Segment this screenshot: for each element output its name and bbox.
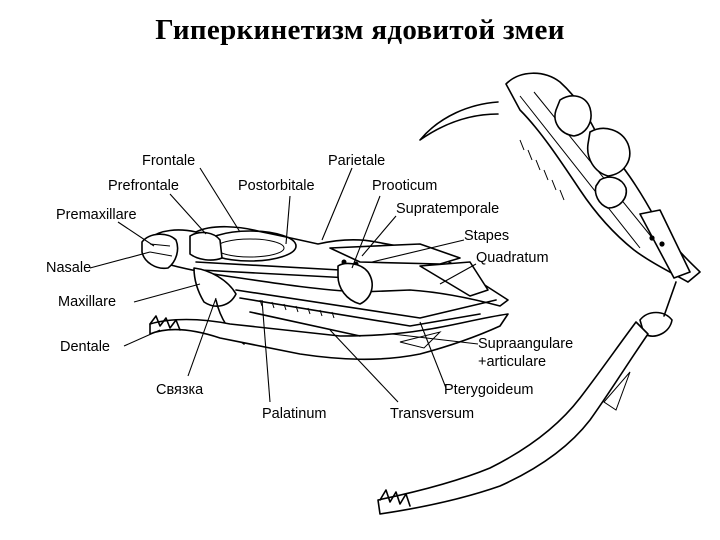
label-supraangulare: Supraangulare	[478, 336, 573, 352]
leader-palatinum	[261, 299, 271, 403]
label-quadratum: Quadratum	[476, 250, 549, 266]
leader-maxillare	[133, 283, 201, 303]
label-frontale: Frontale	[142, 153, 195, 169]
leader-quadratum	[439, 263, 477, 285]
leader-dentale	[123, 329, 161, 347]
labels: Frontale Parietale Prefrontale Postorbit…	[46, 153, 573, 422]
leader-stapes	[371, 239, 465, 263]
label-parietale: Parietale	[328, 153, 385, 169]
label-pterygoideum: Pterygoideum	[444, 382, 533, 398]
leader-prooticum	[351, 195, 381, 269]
label-postorbitale: Postorbitale	[238, 178, 315, 194]
label-premaxillare: Premaxillare	[56, 207, 137, 223]
leader-parietale	[321, 167, 353, 241]
label-articulare: +articulare	[478, 354, 546, 370]
leader-supratemporale	[361, 215, 397, 257]
leader-transversum	[329, 329, 399, 403]
open-skull-drawing	[377, 72, 701, 515]
label-transversum: Transversum	[390, 406, 474, 422]
label-svyazka: Связка	[156, 382, 204, 398]
label-supratemporale: Supratemporale	[396, 201, 499, 217]
label-maxillare: Maxillare	[58, 294, 116, 310]
closed-skull-drawing	[141, 225, 509, 361]
leader-premaxillare	[117, 221, 155, 247]
leader-svyazka	[187, 297, 217, 377]
leader-supraangulare	[391, 333, 479, 345]
leader-lines	[89, 167, 479, 403]
label-nasale: Nasale	[46, 260, 91, 276]
label-stapes: Stapes	[464, 228, 509, 244]
leader-postorbitale	[285, 195, 291, 245]
label-dentale: Dentale	[60, 339, 110, 355]
label-palatinum: Palatinum	[262, 406, 326, 422]
leader-prefrontale	[169, 193, 207, 235]
label-prooticum: Prooticum	[372, 178, 437, 194]
label-prefrontale: Prefrontale	[108, 178, 179, 194]
leader-pterygoideum	[419, 321, 447, 389]
leader-nasale	[89, 251, 151, 269]
page-title: Гиперкинетизм ядовитой змеи	[155, 14, 565, 46]
leader-frontale	[199, 167, 241, 233]
